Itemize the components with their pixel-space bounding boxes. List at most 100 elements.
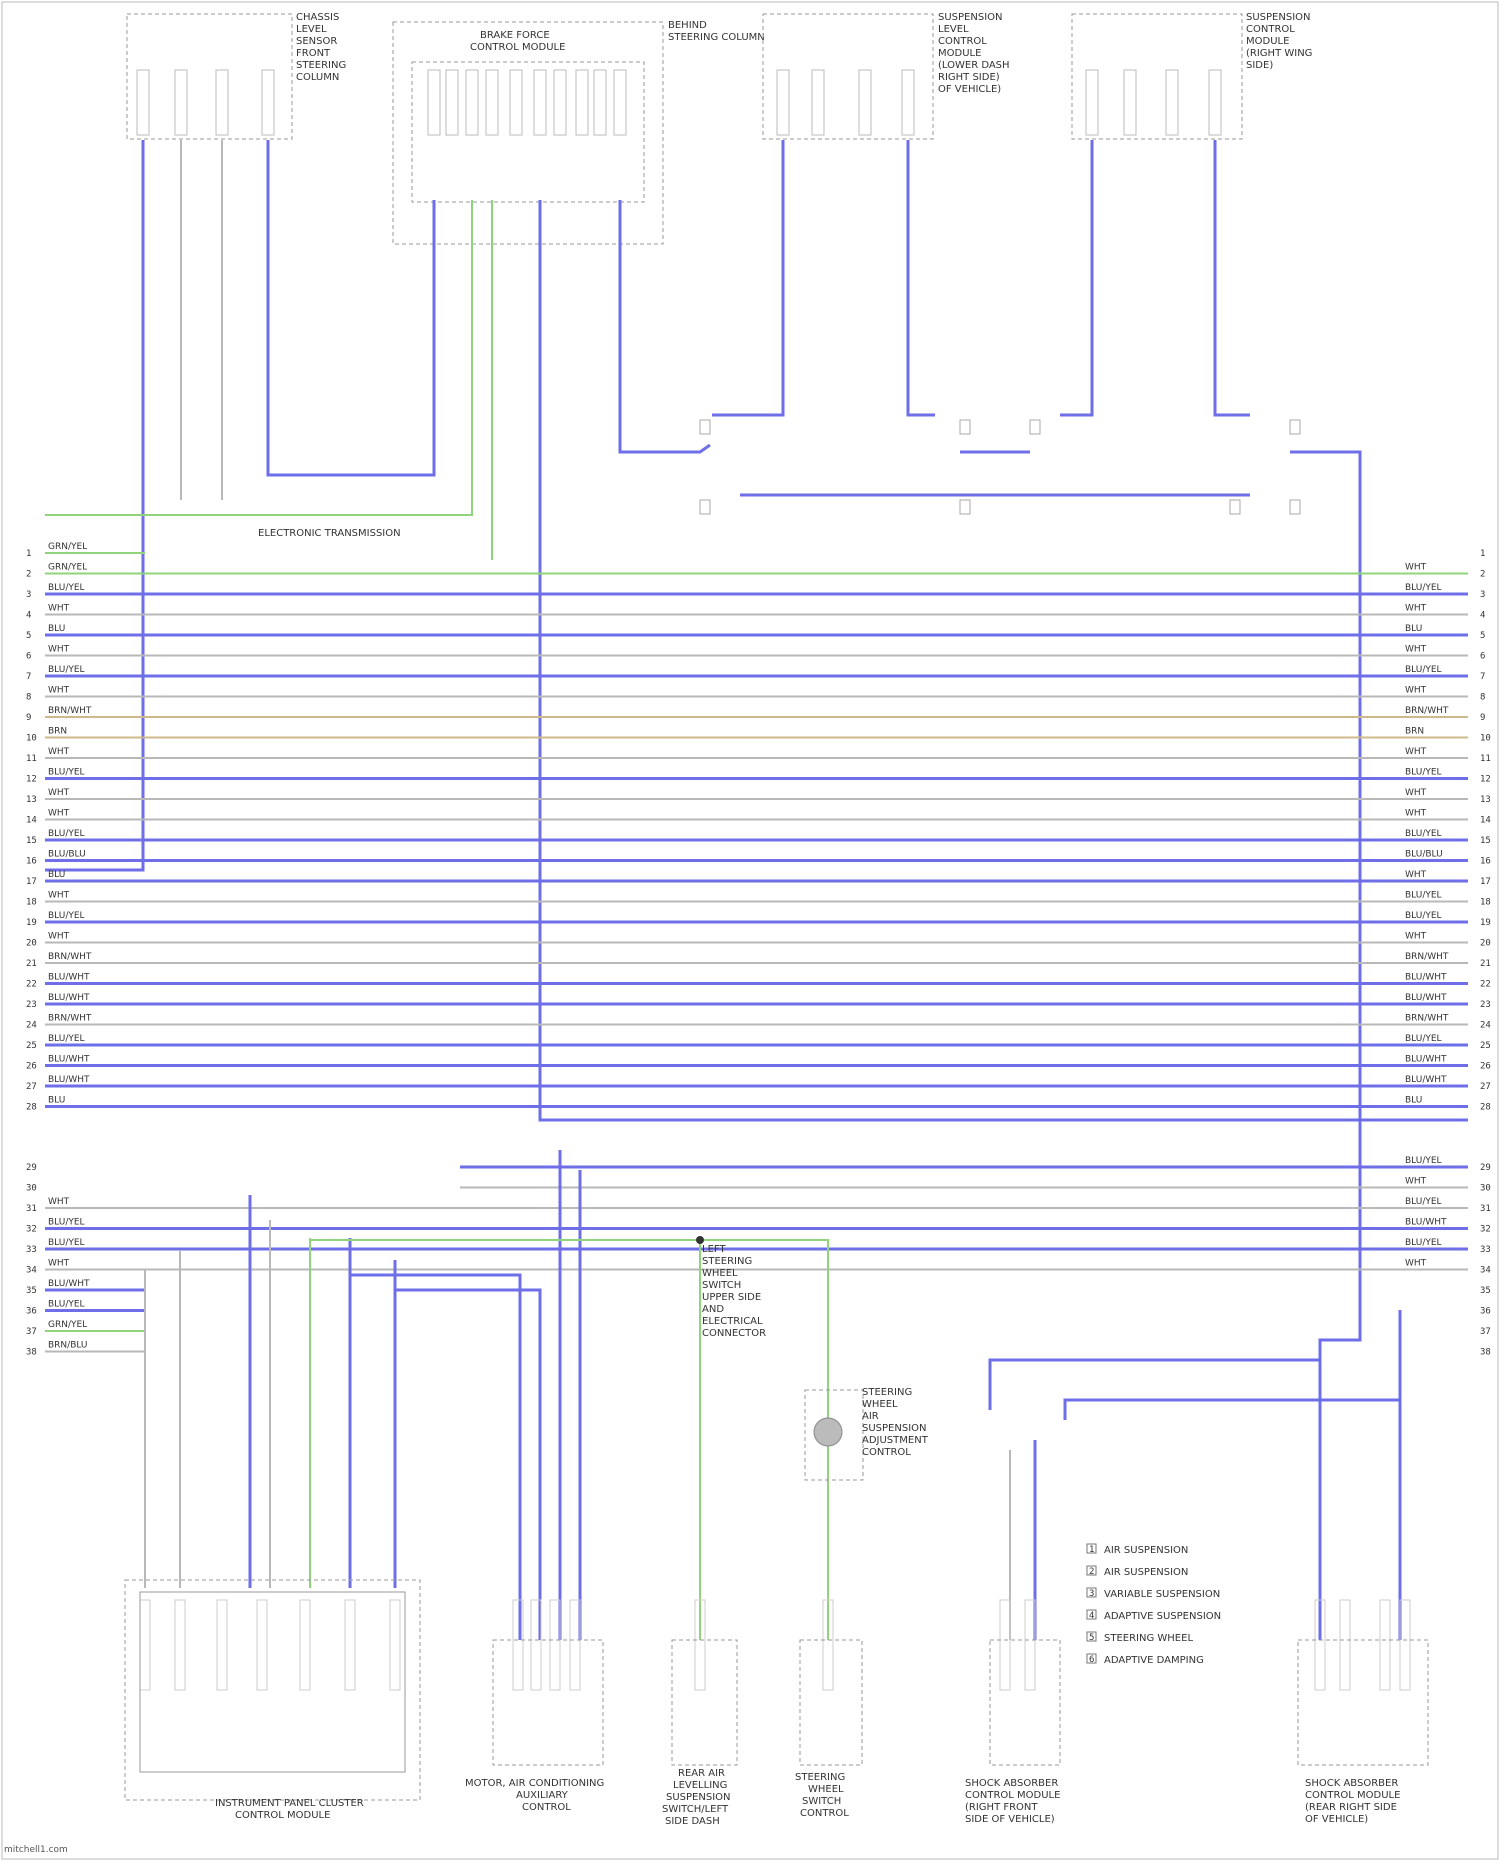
harness-label-right: BLU/YEL [1405,1238,1442,1248]
top-pin [902,70,914,135]
legend-item: 5 STEERING WHEEL [1087,1632,1193,1644]
harness-pin-right: 12 [1480,775,1491,785]
harness-label-left: BLU/WHT [48,1075,90,1085]
bottom-wire [395,1290,540,1640]
harness-pin-right: 19 [1480,918,1491,928]
harness-label-right: BLU/WHT [1405,993,1447,1003]
harness-pin-left: 35 [26,1286,37,1296]
harness-pin-left: 15 [26,836,37,846]
harness-label-right: WHT [1405,788,1427,798]
harness-label-right: WHT [1405,809,1427,819]
harness-pin-right: 13 [1480,795,1491,805]
harness-label-right: BRN/WHT [1405,706,1449,716]
harness-pin-left: 22 [26,980,37,990]
top-wire [908,140,935,415]
bottom-pin [390,1600,400,1690]
harness-label-right: WHT [1405,645,1427,655]
harness-pin-right: 25 [1480,1041,1491,1051]
harness-pin-right: 31 [1480,1204,1491,1214]
mid-note: LEFT STEERING WHEEL SWITCH UPPER SIDE AN… [702,1244,766,1339]
harness-pin-right: 26 [1480,1062,1491,1072]
top-pin [262,70,274,135]
top-pin [534,70,546,135]
top-pin [576,70,588,135]
harness-pin-left: 28 [26,1103,37,1113]
shock-absorber-rear-box [1298,1640,1428,1765]
harness-label-left: BLU/WHT [48,993,90,1003]
harness-label-right: BLU/YEL [1405,1034,1442,1044]
bottom-wire [310,1240,700,1640]
harness-label-right: BLU/WHT [1405,1055,1447,1065]
harness-label-right: WHT [1405,686,1427,696]
harness-pin-right: 24 [1480,1021,1491,1031]
harness-pin-right: 28 [1480,1103,1491,1113]
harness-label-left: BLU/WHT [48,1055,90,1065]
harness-label-left: WHT [48,788,70,798]
legend-item: 4 ADAPTIVE SUSPENSION [1087,1610,1221,1622]
legend-item: 6 ADAPTIVE DAMPING [1087,1654,1204,1666]
harness-pin-left: 2 [26,570,31,580]
harness-pin-left: 25 [26,1041,37,1051]
motor-air-conditioning-label: MOTOR, AIR CONDITIONING AUXILIARY CONTRO… [465,1778,607,1813]
bottom-wire [1065,1400,1400,1420]
harness-label-left: BLU [48,624,65,634]
harness-pin-right: 34 [1480,1266,1491,1276]
harness-label-left: BRN/WHT [48,1014,92,1024]
connector-stub [960,420,970,434]
harness-pin-left: 32 [26,1225,37,1235]
top-pin [859,70,871,135]
harness-pin-left: 5 [26,631,31,641]
harness-label-left: BLU/YEL [48,829,85,839]
top-pin [1124,70,1136,135]
harness-label-right: BLU/WHT [1405,1075,1447,1085]
top-wire [620,200,710,452]
bottom-wire [990,1360,1320,1410]
harness-pin-left: 34 [26,1266,37,1276]
harness-pin-right: 37 [1480,1327,1491,1337]
harness-label-right: WHT [1405,563,1427,573]
harness-label-right: BLU/WHT [1405,1218,1447,1228]
top-pin [175,70,187,135]
harness-pin-left: 14 [26,816,37,826]
shock-absorber-front-label: SHOCK ABSORBER CONTROL MODULE (RIGHT FRO… [965,1778,1064,1825]
legend-symbol: 3 [1089,1589,1094,1599]
harness-pin-left: 9 [26,713,31,723]
top-wire [45,140,143,870]
harness-label-right: WHT [1405,870,1427,880]
instrument-cluster-inner [140,1592,405,1772]
harness-pin-right: 32 [1480,1225,1491,1235]
rear-air-suspension-switch-label: REAR AIR LEVELLING SUSPENSION SWITCH/LEF… [662,1768,734,1827]
connector-stub [1230,500,1240,514]
harness-label-right: BLU/YEL [1405,911,1442,921]
harness-label-left: WHT [48,891,70,901]
top-pin [812,70,824,135]
harness-label-left: WHT [48,686,70,696]
top-pin [137,70,149,135]
top-left-sensor-label: CHASSIS LEVEL SENSOR FRONT STEERING COLU… [296,12,349,83]
harness-pin-left: 4 [26,611,31,621]
harness-label-left: BLU/YEL [48,1238,85,1248]
harness-pin-right: 29 [1480,1163,1491,1173]
bottom-wire [1320,1275,1360,1640]
harness-pin-right: 4 [1480,611,1485,621]
harness-pin-right: 11 [1480,754,1491,764]
legend-label: VARIABLE SUSPENSION [1104,1589,1220,1600]
top-pin [216,70,228,135]
top-pin [1086,70,1098,135]
harness-label-left: GRN/YEL [48,542,87,552]
harness-pin-right: 18 [1480,898,1491,908]
bottom-vertical-wires [140,1150,1410,1690]
legend-symbol: 2 [1089,1567,1094,1577]
harness-pin-left: 31 [26,1204,37,1214]
harness-pin-right: 10 [1480,734,1491,744]
harness-pin-left: 19 [26,918,37,928]
harness-label-left: BLU/YEL [48,583,85,593]
harness-label-left: BLU [48,1096,65,1106]
harness-pin-left: 26 [26,1062,37,1072]
harness-pin-right: 8 [1480,693,1485,703]
bus-label: ELECTRONIC TRANSMISSION [258,528,401,539]
harness-pin-left: 33 [26,1245,37,1255]
harness-pin-left: 8 [26,693,31,703]
